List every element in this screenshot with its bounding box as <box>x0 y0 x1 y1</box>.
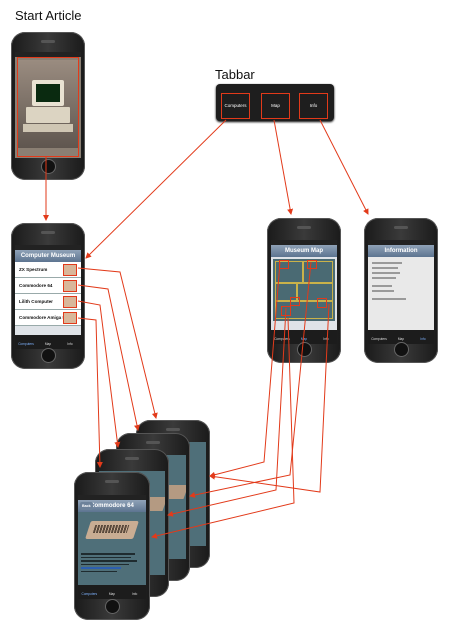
home-button[interactable] <box>394 342 409 357</box>
map-hotspot[interactable] <box>281 306 291 316</box>
map-hotspot[interactable] <box>290 297 300 306</box>
arrow-computers-to-list <box>85 119 227 259</box>
keyboard-shape <box>23 124 73 132</box>
map-phone: Museum Map Computers Map Info <box>267 218 341 363</box>
home-button[interactable] <box>41 348 56 363</box>
phone-speaker <box>41 40 55 43</box>
map-screen: Museum Map Computers Map Info <box>271 240 337 344</box>
tab-bar: Computers Map Info <box>368 330 434 344</box>
article-screen: Back Commodore 64 Computers Map Info <box>78 495 146 599</box>
list-item-thumbnail <box>63 264 77 276</box>
arrow-map-to-map <box>273 119 294 215</box>
status-bar <box>271 240 337 245</box>
tab-info[interactable]: Info <box>67 342 73 346</box>
map-room <box>297 283 333 301</box>
list-item[interactable]: ZX Spectrum <box>15 262 81 278</box>
status-bar <box>15 52 81 57</box>
tab-map[interactable]: Map <box>44 342 52 346</box>
list-item-label: Lilith Computer <box>19 299 53 304</box>
start-screen <box>15 52 81 158</box>
phone-speaker <box>394 226 408 229</box>
tab-info[interactable]: Info <box>131 592 138 596</box>
tab-map[interactable]: Map <box>300 337 308 341</box>
status-bar <box>15 245 81 250</box>
start-highlight <box>17 57 79 157</box>
tab-bar: Computers Map Info <box>15 335 81 349</box>
list-title: Computer Museum <box>15 250 81 262</box>
arrow-list-item-1 <box>77 267 158 419</box>
monitor-icon <box>32 80 64 106</box>
home-button[interactable] <box>41 159 56 174</box>
computer-base <box>26 107 70 123</box>
tab-map[interactable]: Map <box>397 337 405 341</box>
map-hotspot[interactable] <box>279 260 289 269</box>
list-item[interactable]: Commodore Amiga 500 <box>15 310 81 326</box>
phone-speaker <box>41 231 55 234</box>
article-title-text: Commodore 64 <box>90 503 134 509</box>
phone-speaker <box>125 457 139 460</box>
list-item-label: Commodore 64 <box>19 283 53 288</box>
status-bar <box>78 495 146 500</box>
home-button[interactable] <box>105 599 120 614</box>
tabbar-label: Tabbar <box>215 67 255 82</box>
status-bar <box>368 240 434 245</box>
computer-image <box>18 60 78 148</box>
phone-speaker <box>166 428 180 431</box>
phone-speaker <box>105 480 119 483</box>
home-button[interactable] <box>297 342 312 357</box>
list-item[interactable]: Lilith Computer <box>15 294 81 310</box>
start-phone <box>11 32 85 180</box>
article-title: Back Commodore 64 <box>78 500 146 512</box>
list-item-label: Commodore Amiga 500 <box>19 315 71 320</box>
list-item-label: ZX Spectrum <box>19 267 48 272</box>
tab-info[interactable]: Info <box>299 93 328 119</box>
keyboard-keys <box>92 525 130 533</box>
computer-image <box>85 517 139 545</box>
tab-map[interactable]: Map <box>261 93 290 119</box>
phone-speaker <box>146 441 160 444</box>
arrow-info-to-info <box>319 119 369 215</box>
phone-speaker <box>297 226 311 229</box>
info-text-block <box>372 262 412 302</box>
list-item-thumbnail <box>63 280 77 292</box>
tab-bar: Computers Map Info <box>78 585 146 599</box>
monitor-screen <box>36 84 60 102</box>
tab-computers[interactable]: Computers <box>81 592 98 596</box>
back-button[interactable]: Back <box>80 502 93 510</box>
start-article-label: Start Article <box>15 8 82 23</box>
list-item[interactable]: Commodore 64 <box>15 278 81 294</box>
info-title: Information <box>368 245 434 257</box>
tab-computers[interactable]: Computers <box>371 337 387 341</box>
map-hotspot[interactable] <box>317 298 327 308</box>
article-text-block <box>81 553 141 583</box>
list-screen: Computer Museum ZX Spectrum Commodore 64… <box>15 245 81 349</box>
arrow-list-item-2 <box>77 284 140 431</box>
tab-map[interactable]: Map <box>108 592 116 596</box>
list-item-thumbnail <box>63 312 77 324</box>
tab-computers[interactable]: Computers <box>18 342 34 346</box>
map-hotspot[interactable] <box>307 260 317 269</box>
tab-computers[interactable]: Computers <box>221 93 250 119</box>
article-phone-front: Back Commodore 64 Computers Map Info <box>74 472 150 620</box>
info-screen: Information Computers Map Info <box>368 240 434 344</box>
map-title: Museum Map <box>271 245 337 257</box>
tab-info[interactable]: Info <box>323 337 329 341</box>
tab-info[interactable]: Info <box>420 337 426 341</box>
list-item-thumbnail <box>63 296 77 308</box>
list-phone: Computer Museum ZX Spectrum Commodore 64… <box>11 223 85 369</box>
info-phone: Information Computers Map Info <box>364 218 438 363</box>
tabbar-detail: Computers Map Info <box>216 84 334 121</box>
tab-computers[interactable]: Computers <box>274 337 290 341</box>
